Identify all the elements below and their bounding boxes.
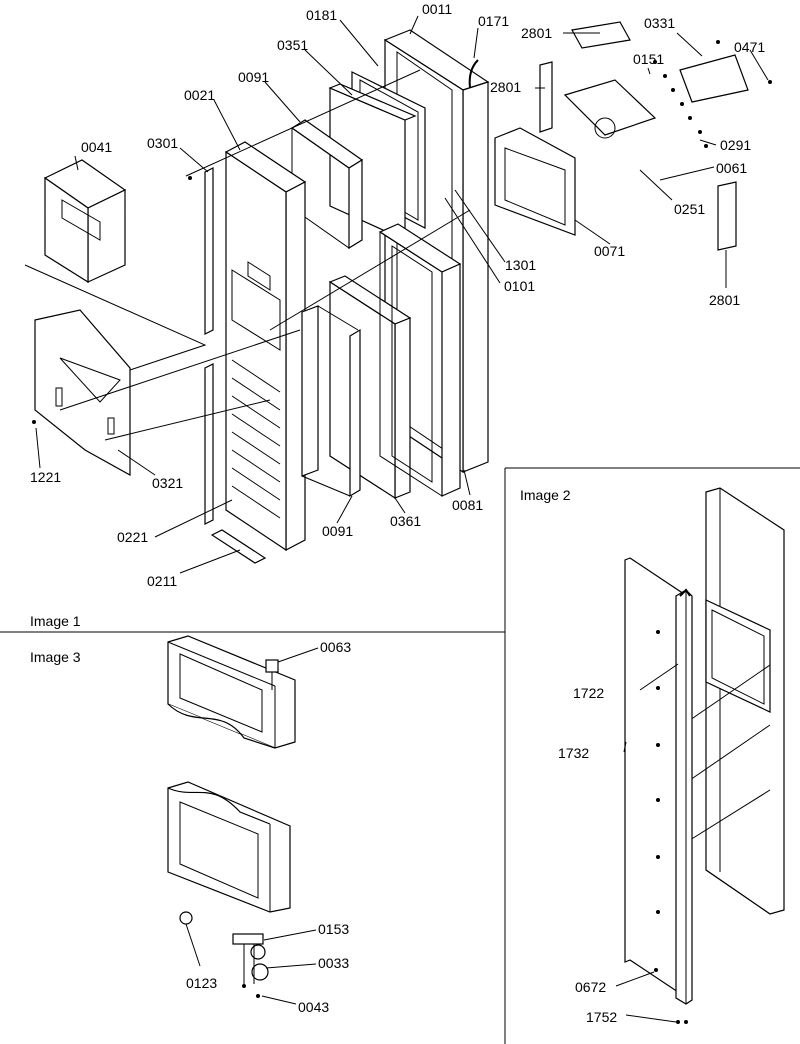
lower-strip-part (349, 328, 361, 498)
image2-drawing (624, 487, 785, 1024)
image1-labels: 0011 0181 0171 0351 0091 0021 0301 0041 … (30, 1, 765, 589)
callout-label: 0063 (320, 639, 351, 655)
callout-label: 0331 (644, 15, 675, 31)
callout-label: 2801 (490, 79, 521, 95)
callout-label: 0321 (152, 475, 183, 491)
callout-label: 0011 (422, 1, 452, 17)
callout-label: 0081 (452, 497, 483, 513)
lower-gasket-part (378, 223, 462, 497)
lower-door-frame-part (301, 305, 359, 497)
image2-labels: 1722 1732 0672 1752 (558, 685, 617, 1025)
callout-label: 0181 (306, 7, 337, 23)
callout-label: 2801 (521, 25, 552, 41)
grommet-part (265, 659, 279, 690)
image3-drawing (167, 635, 296, 998)
image3-leaders (185, 647, 319, 1005)
bottom-bracket-part (210, 529, 267, 564)
callout-label: 0021 (184, 87, 215, 103)
housing-ribs (231, 359, 281, 519)
image1-drawing (24, 21, 772, 564)
lower-panel-part (328, 275, 412, 500)
image1-caption: Image 1 (30, 613, 81, 629)
image2-leaders (615, 663, 679, 1023)
callout-label: 1722 (573, 685, 604, 701)
callout-label: 0091 (322, 523, 353, 539)
callout-label: 0101 (504, 278, 535, 294)
image3-caption: Image 3 (30, 649, 81, 665)
callout-label: 0091 (238, 69, 269, 85)
callout-label: 0251 (674, 201, 705, 217)
side-strip-part (204, 167, 214, 525)
panel-dividers (0, 467, 800, 1044)
callout-label: 0123 (186, 975, 217, 991)
callout-label: 0171 (478, 13, 509, 29)
callout-label: 0153 (318, 921, 349, 937)
screws (32, 40, 772, 424)
callout-label: 0672 (575, 979, 606, 995)
callout-label: 1301 (505, 257, 536, 273)
callout-label: 0071 (594, 243, 625, 259)
valve-parts (179, 911, 269, 998)
callout-label: 0291 (720, 137, 751, 153)
callout-label: 0041 (81, 139, 112, 155)
callout-label: 0061 (716, 160, 747, 176)
callout-label: 0351 (277, 37, 308, 53)
callout-label: 1752 (586, 1009, 617, 1025)
assembly-guide-lines (24, 69, 471, 441)
panel-captions: Image 1 Image 2 Image 3 (30, 487, 571, 665)
callout-label: 2801 (709, 292, 740, 308)
image2-caption: Image 2 (520, 487, 571, 503)
callout-label: 0471 (734, 39, 765, 55)
image1-leaders (35, 15, 769, 574)
ice-bucket-part (43, 159, 127, 284)
fan-housing-part (494, 21, 749, 251)
dispenser-housing-part (224, 141, 307, 552)
callout-label: 0033 (318, 955, 349, 971)
callout-label: 0361 (390, 513, 421, 529)
callout-label: 1221 (30, 469, 61, 485)
door-inner-ribs (689, 664, 771, 915)
callout-label: 0211 (147, 573, 177, 589)
callout-label: 0301 (147, 135, 178, 151)
callout-label: 0221 (117, 529, 148, 545)
callout-label: 1732 (558, 745, 589, 761)
callout-label: 0043 (298, 999, 329, 1015)
left-cover-part (34, 309, 131, 477)
door-screws (654, 630, 688, 1024)
callout-label: 0151 (633, 51, 664, 67)
image3-labels: 0063 0153 0033 0123 0043 (186, 639, 351, 1015)
